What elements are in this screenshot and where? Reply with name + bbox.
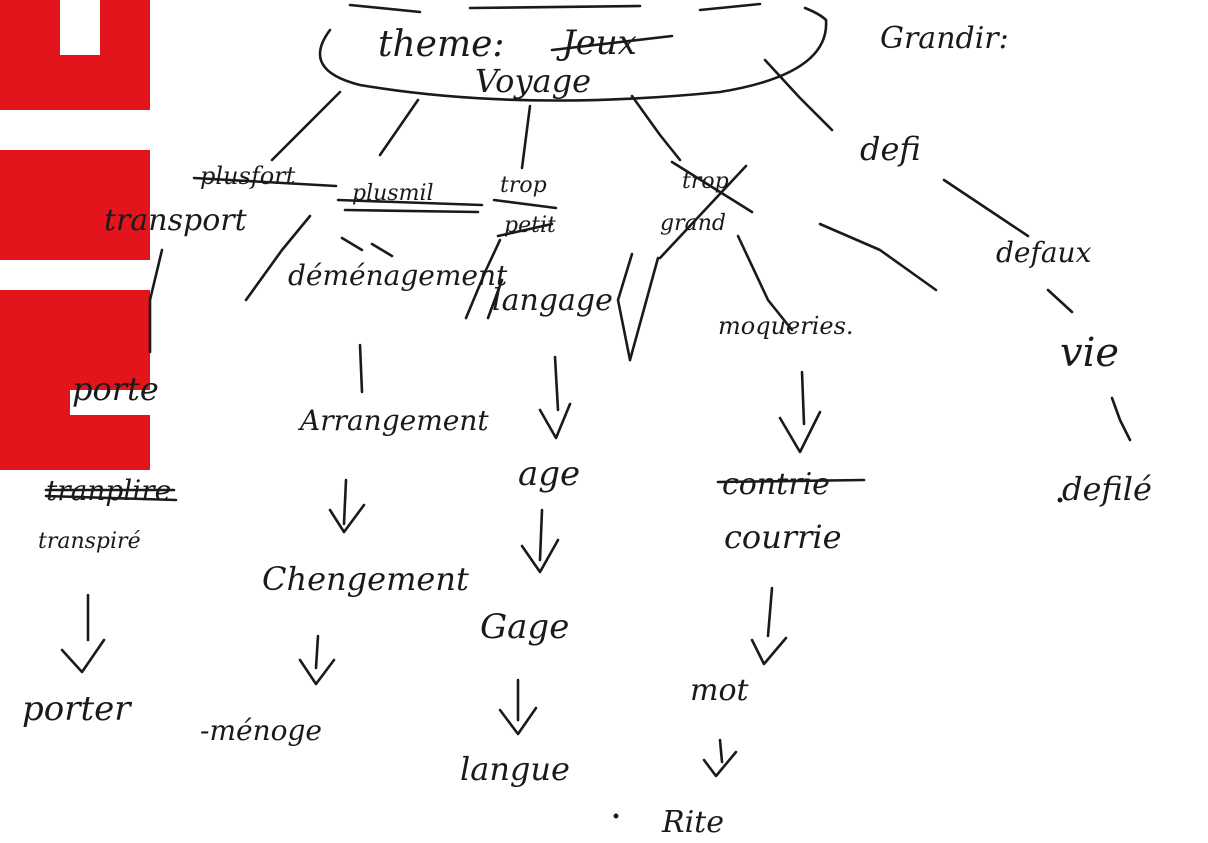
b3-struck-1: trop xyxy=(500,173,547,198)
center-strikethrough xyxy=(550,34,674,52)
b5-label: defi xyxy=(860,130,921,168)
red-logo-fragment xyxy=(0,0,150,470)
center-theme-label: theme: xyxy=(378,24,505,65)
b2-item-0: Arrangement xyxy=(297,404,489,437)
b3-item-0: age xyxy=(518,454,580,494)
b4-item-0-struck: contrie xyxy=(722,467,830,502)
b3-item-2: langue xyxy=(460,750,570,788)
b3-item-1: Gage xyxy=(480,607,569,647)
branch-transport: plusfort transport porte tranplire trans… xyxy=(22,162,338,729)
b2-label: déménagement xyxy=(288,259,508,292)
b4-item-3: Rite xyxy=(661,805,724,840)
b1-item-3: porter xyxy=(22,689,132,729)
b5-item-1: vie xyxy=(1060,330,1119,376)
top-edge-stroke xyxy=(348,2,828,22)
b1-item-2: transpiré xyxy=(38,529,141,554)
b5-item-2: defilé xyxy=(1062,470,1152,508)
b1-label: transport xyxy=(104,203,248,238)
branch-langage: trop petit langage age Gage langue xyxy=(460,173,634,788)
b1-struck-word: plusfort xyxy=(200,162,296,190)
center-topic: Voyage xyxy=(475,62,591,100)
b4-item-1: courrie xyxy=(724,518,842,556)
b4-label: moqueries. xyxy=(718,312,854,340)
b3-label: langage xyxy=(492,283,613,318)
b5-item-0: defaux xyxy=(996,236,1092,269)
branch-demenagement: plusmil déménagement Arrangement Chengem… xyxy=(200,181,508,747)
center-bubble-arc xyxy=(318,18,828,102)
branch-moqueries: trop grand moqueries. contrie courrie mo… xyxy=(613,160,866,840)
side-note-grandir: Grandir: xyxy=(880,21,1009,56)
b2-item-2: -ménoge xyxy=(200,714,322,747)
center-struck-word: Jeux xyxy=(556,23,637,63)
branch-defi: defi defaux vie defilé xyxy=(818,130,1152,508)
b4-item-2: mot xyxy=(690,673,750,708)
b1-item-0: porte xyxy=(72,370,159,408)
b2-item-1: Chengement xyxy=(262,560,469,598)
bubble-spokes xyxy=(270,58,834,170)
